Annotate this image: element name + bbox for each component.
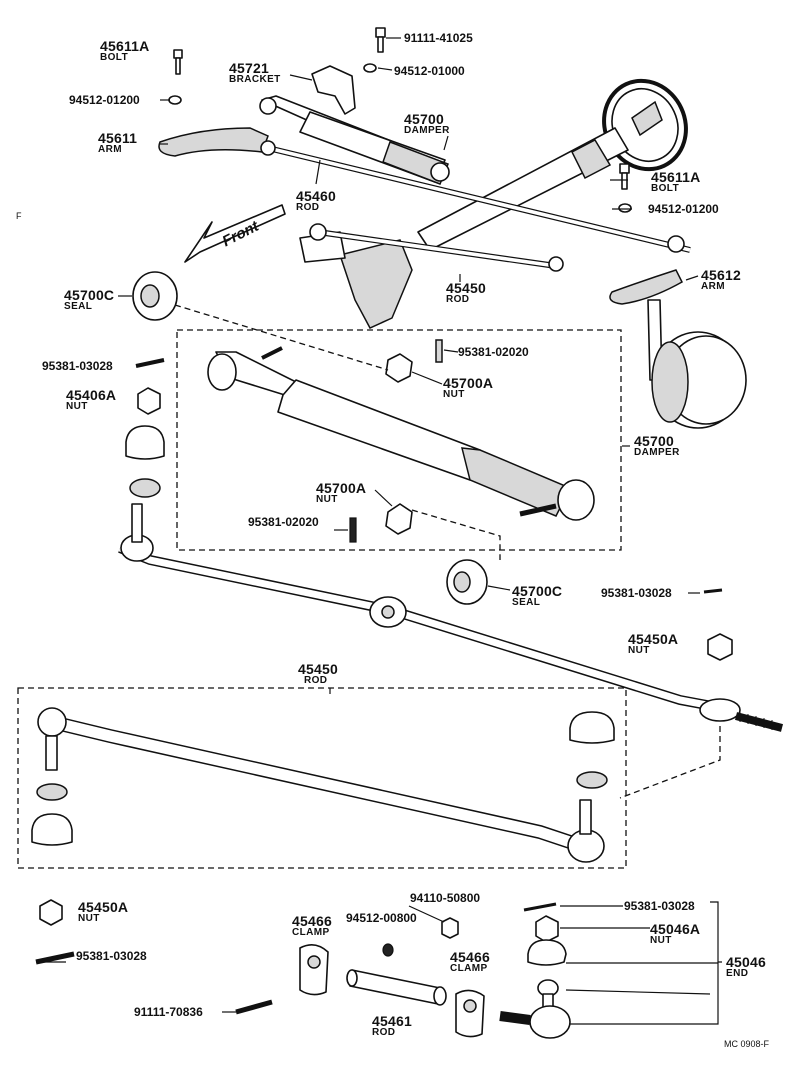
label-45611-arm: 45611 ARM (98, 130, 138, 155)
label-45700c-seal-upper: 45700C SEAL (64, 287, 115, 312)
damper-assembly (207, 346, 595, 521)
label-45460-rod: 45460 ROD (296, 188, 336, 213)
boot-lower-right (569, 711, 615, 744)
label-45700a-nut-upper: 45700A NUT (443, 375, 494, 400)
label-45611a-bolt-right: 45611A BOLT (651, 169, 701, 194)
label-95381-03028-mid: 95381-03028 (42, 359, 113, 373)
label-45466-clamp-right: 45466 CLAMP (450, 949, 490, 974)
label-45406a-nut: 45406A NUT (66, 387, 117, 412)
label-45700c-seal-lower: 45700C SEAL (512, 583, 563, 608)
tie-rod-end-45046 (499, 979, 571, 1039)
label-45611a-bolt-top: 45611A BOLT (100, 38, 150, 63)
label-45450-rod-lower: 45450 ROD (298, 661, 338, 686)
label-91111-70836: 91111-70836 (134, 1005, 203, 1019)
label-45450-rod-top: 45450 ROD (446, 280, 486, 305)
label-45450a-nut-bottom: 45450A NUT (78, 899, 129, 924)
label-45466-clamp-left: 45466 CLAMP (292, 913, 332, 938)
rod-45461 (346, 969, 447, 1006)
label-94512-01200-right: 94512-01200 (648, 202, 719, 216)
clamp-45466-left (299, 944, 329, 996)
label-95381-02020-lower: 95381-02020 (248, 515, 319, 529)
boot-45046 (527, 939, 567, 966)
label-45450a-nut-right: 45450A NUT (628, 631, 679, 656)
label-94110-50800: 94110-50800 (410, 891, 481, 905)
label-94512-00800: 94512-00800 (346, 911, 417, 925)
label-45046-end: 45046 END (726, 954, 766, 979)
seal-lower-right (576, 771, 608, 789)
label-45700a-nut-lower: 45700A NUT (316, 480, 367, 505)
label-95381-03028-bottom-right: 95381-03028 (624, 899, 695, 913)
upper-damper (259, 95, 450, 185)
label-95381-03028-right: 95381-03028 (601, 586, 672, 600)
rod-detail-box (17, 687, 627, 869)
label-94512-01000: 94512-01000 (394, 64, 465, 78)
arm-45612 (609, 269, 683, 305)
nut-94110 (441, 917, 459, 939)
label-95381-02020-upper: 95381-02020 (458, 345, 529, 359)
bracket (311, 65, 356, 115)
nut-45700a-upper (385, 353, 413, 383)
tie-rod-45450 (37, 707, 605, 863)
seal-45700c-lower (446, 559, 488, 605)
label-45046a-nut: 45046A NUT (650, 921, 701, 946)
seal-45700c-upper (132, 271, 178, 321)
label-95381-03028-bottom-left: 95381-03028 (76, 949, 147, 963)
label-45461-rod: 45461 ROD (372, 1013, 412, 1038)
nut-45450a-bottom (39, 899, 63, 926)
long-tie-rod (118, 503, 784, 732)
label-45700-damper-mid: 45700 DAMPER (634, 433, 680, 458)
front-arrow (184, 204, 286, 263)
corner-mark: F (16, 211, 22, 221)
arm-45611 (158, 127, 269, 157)
clamp-45466-right (455, 989, 485, 1038)
nut-45700a-lower (385, 503, 413, 535)
boot-lower-left (31, 813, 73, 846)
seal-lower-left (36, 783, 68, 801)
leader-lines (36, 37, 718, 1025)
damper-detail-box (176, 329, 622, 551)
footer-code: MC 0908-F (724, 1039, 770, 1049)
boot-left (125, 425, 165, 460)
nut-45450a-right (707, 633, 733, 661)
front-wheel (647, 299, 747, 429)
steering-gear-box (299, 231, 413, 329)
nut-45406a (137, 387, 161, 415)
label-45612-arm: 45612 ARM (701, 267, 741, 292)
label-45721-bracket: 45721 BRACKET (229, 60, 281, 85)
nut-45046a (535, 915, 559, 943)
label-94512-01200-top: 94512-01200 (69, 93, 140, 107)
label-91111-41025: 91111-41025 (404, 31, 473, 45)
label-45700-damper-top: 45700 DAMPER (404, 111, 450, 136)
